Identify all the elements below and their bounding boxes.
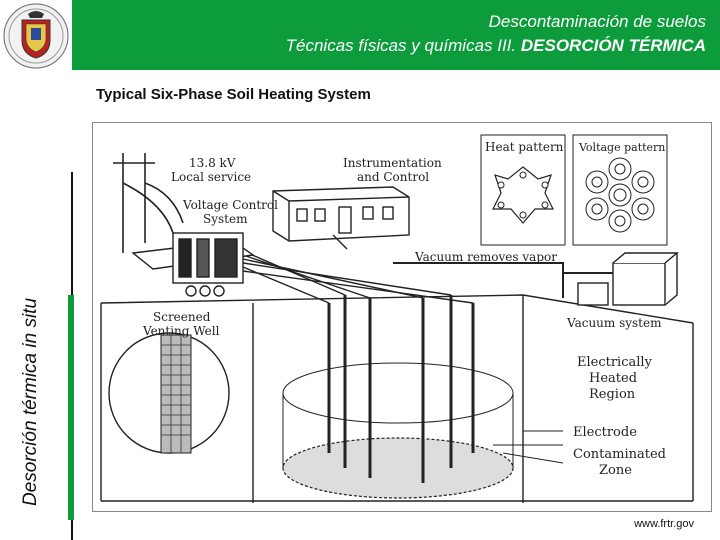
header-title-prefix: Técnicas físicas y químicas III. — [285, 36, 521, 55]
diagram: 13.8 kV Local service Voltage Control Sy… — [92, 122, 712, 512]
heated-region-label-3: Region — [589, 387, 636, 402]
page-subtitle: Typical Six-Phase Soil Heating System — [96, 86, 371, 103]
electrodes — [327, 295, 475, 483]
instrumentation-trailer — [272, 186, 410, 250]
header-title-line2: Técnicas físicas y químicas III. DESORCI… — [286, 36, 706, 56]
local-service-label: Local service — [171, 170, 251, 184]
contaminated-label-1: Contaminated — [573, 447, 666, 462]
voltage-control-system-label: System — [203, 212, 248, 226]
screened-label: Screened — [153, 310, 211, 324]
coat-of-arms-icon — [3, 3, 69, 69]
vacuum-system-label: Vacuum system — [566, 316, 662, 330]
heat-pattern-box — [480, 134, 566, 246]
side-accent-bar — [68, 295, 74, 520]
title-bar: Descontaminación de suelos Técnicas físi… — [72, 0, 720, 70]
header-title-line1: Descontaminación de suelos — [488, 12, 706, 31]
header-title-bold: DESORCIÓN TÉRMICA — [520, 36, 706, 55]
university-logo — [0, 0, 72, 72]
screened-venting-well-detail — [108, 332, 230, 454]
heat-pattern-label: Heat pattern — [485, 140, 564, 154]
leader-lines — [493, 430, 564, 464]
vacuum-vapor-label: Vacuum removes vapor — [414, 250, 557, 264]
contaminated-label-2: Zone — [599, 463, 632, 478]
heated-region-label-2: Heated — [589, 371, 637, 386]
power-poles — [113, 153, 184, 253]
voltage-pattern-box — [572, 134, 668, 246]
vacuum-pipe — [393, 262, 613, 298]
voltage-control-trailer — [131, 232, 255, 297]
service-voltage-label: 13.8 kV — [189, 156, 236, 170]
instrumentation-control-label: and Control — [357, 170, 429, 184]
power-cables — [242, 250, 474, 304]
contaminated-zone — [282, 362, 514, 499]
instrumentation-label: Instrumentation — [343, 156, 442, 170]
vacuum-system-unit — [577, 252, 679, 306]
ground-block — [100, 294, 694, 503]
source-credit: www.frtr.gov — [634, 518, 694, 530]
venting-well-label: Venting Well — [142, 324, 220, 338]
voltage-control-label: Voltage Control — [182, 198, 278, 212]
soil-heating-diagram: 13.8 kV Local service Voltage Control Sy… — [100, 134, 694, 503]
side-title: Desorción térmica in situ — [20, 297, 41, 506]
voltage-pattern-label: Voltage pattern — [578, 141, 665, 154]
heated-region-label-1: Electrically — [577, 355, 653, 370]
electrode-label: Electrode — [573, 425, 637, 440]
